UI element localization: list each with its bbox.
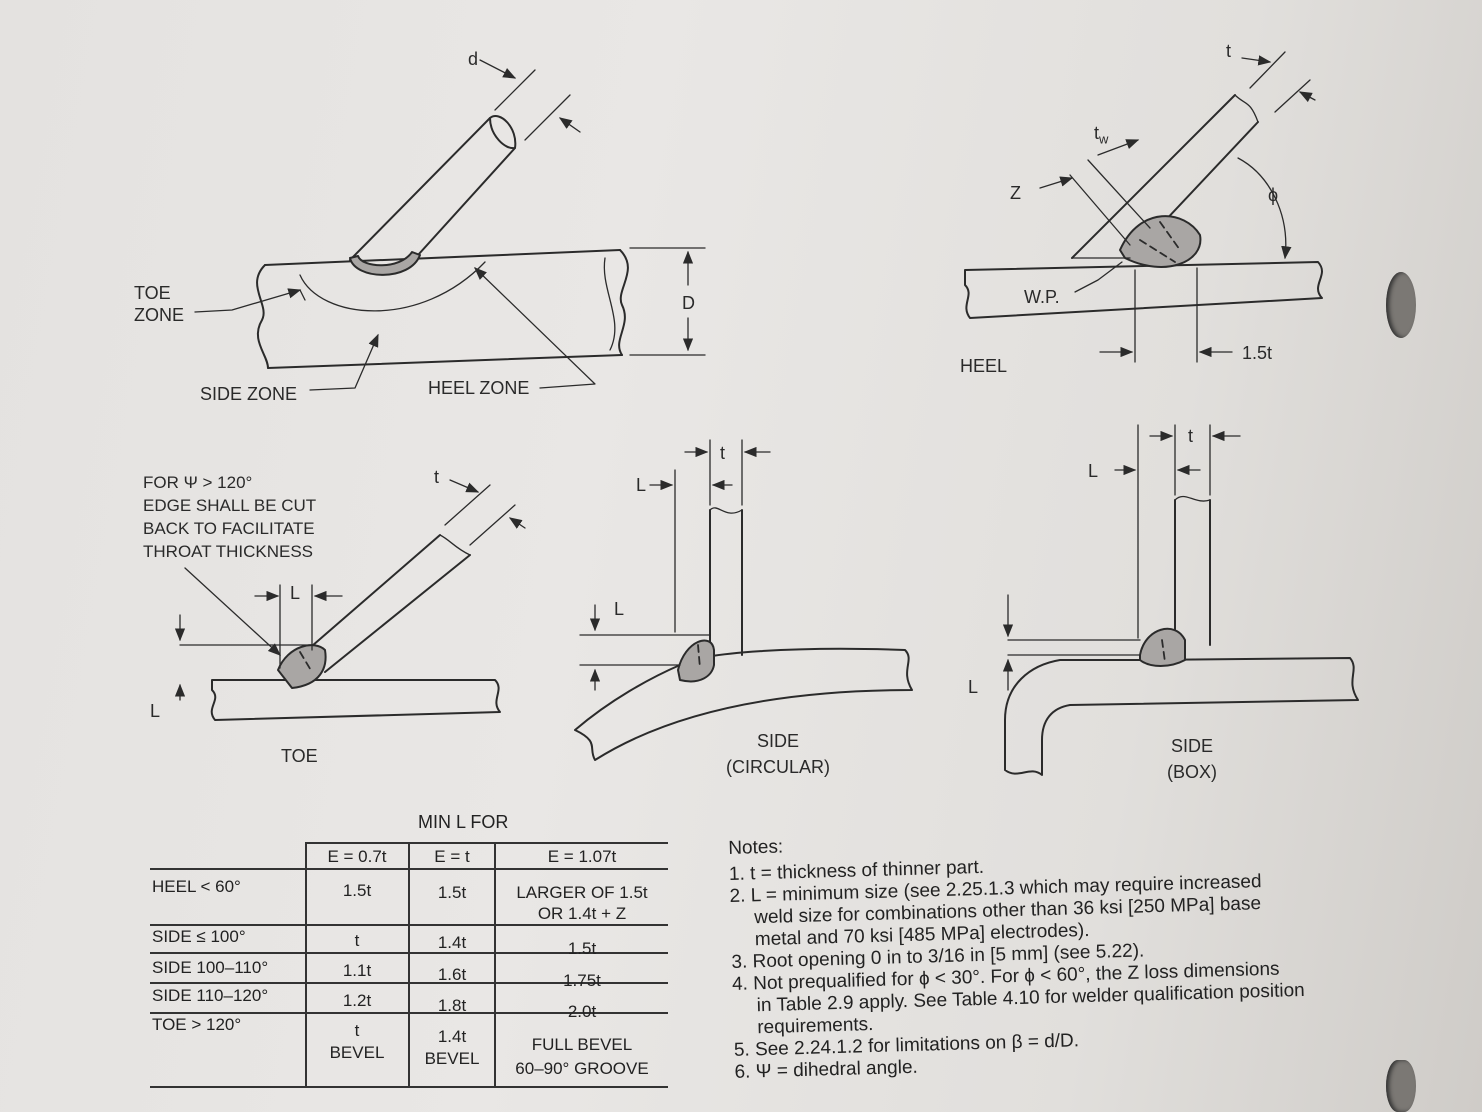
toe-t-label: t xyxy=(434,467,440,487)
table-header-et: E = t xyxy=(434,847,470,866)
table-row-toe-label: TOE > 120° xyxy=(152,1015,242,1034)
toe-note-line4: THROAT THICKNESS xyxy=(143,542,314,561)
binder-hole xyxy=(1386,272,1416,338)
table-cell: 1.6t xyxy=(437,965,467,984)
heel-detail-drawing xyxy=(964,51,1323,363)
table-cell: 1.75t xyxy=(563,971,601,990)
table-cell: BEVEL xyxy=(424,1049,480,1068)
table-cell: FULL BEVEL xyxy=(531,1035,633,1054)
table-cell: 60–90° GROOVE xyxy=(515,1059,649,1078)
table-row-heel-label: HEEL < 60° xyxy=(152,877,241,896)
toe-zone-label-line1: TOE xyxy=(134,283,171,303)
table-row-side-110-120-label: SIDE 110–120° xyxy=(152,986,269,1005)
box-L-bottom-label: L xyxy=(968,677,979,697)
d-dimension-label: d xyxy=(468,49,479,69)
box-L-top-label: L xyxy=(1088,461,1099,481)
table-cell: t xyxy=(354,931,360,950)
wp-label: W.P. xyxy=(1024,287,1060,307)
side-box-detail-drawing xyxy=(1002,424,1359,776)
table-cell: LARGER OF 1.5t xyxy=(516,883,648,902)
circular-L-mid-label: L xyxy=(614,599,625,619)
table-cell: OR 1.4t + Z xyxy=(537,904,627,923)
box-t-label: t xyxy=(1188,426,1194,446)
circular-L-top-label: L xyxy=(636,475,647,495)
toe-note-line2: EDGE SHALL BE CUT xyxy=(143,496,317,515)
box-caption-line1: SIDE xyxy=(1170,736,1213,756)
circular-caption-line1: SIDE xyxy=(756,731,799,751)
table-header-e07t: E = 0.7t xyxy=(327,847,387,866)
notes-block: Notes: 1. t = thickness of thinner part.… xyxy=(728,820,1375,1084)
toe-caption: TOE xyxy=(281,746,318,766)
table-header-e107t: E = 1.07t xyxy=(547,847,617,866)
toe-note-line1: FOR Ψ > 120° xyxy=(143,473,253,492)
tubular-connection-drawing xyxy=(194,59,706,391)
table-title: MIN L FOR xyxy=(418,812,509,832)
table-cell: 2.0t xyxy=(567,1002,597,1021)
circular-t-label: t xyxy=(720,443,726,463)
tw-label-sub: w xyxy=(1099,131,1109,147)
toe-L-top-label: L xyxy=(290,583,301,603)
table-cell: 1.4t xyxy=(437,933,467,952)
D-dimension-label: D xyxy=(682,293,695,313)
table-cell: BEVEL xyxy=(329,1043,385,1062)
table-col-rule-1 xyxy=(305,842,307,1086)
circular-caption-line2: (CIRCULAR) xyxy=(725,757,830,777)
table-cell: 1.4t xyxy=(437,1027,467,1046)
side-circular-detail-drawing xyxy=(574,439,913,761)
table-cell: 1.2t xyxy=(342,991,372,1010)
toe-note-line3: BACK TO FACILITATE xyxy=(143,519,315,538)
toe-zone-label-line2: ZONE xyxy=(134,305,185,325)
toe-detail-drawing xyxy=(174,479,526,721)
table-cell: 1.5t xyxy=(437,883,467,902)
heel-caption: HEEL xyxy=(960,356,1008,376)
table-rule-top xyxy=(305,842,668,844)
box-caption-line2: (BOX) xyxy=(1166,762,1217,782)
table-row-side-100-110-label: SIDE 100–110° xyxy=(152,958,269,977)
t-label-heel: t xyxy=(1226,41,1232,61)
side-zone-label: SIDE ZONE xyxy=(200,384,298,404)
phi-label: ϕ xyxy=(1268,185,1279,205)
table-cell: t xyxy=(354,1021,360,1040)
table-cell: 1.8t xyxy=(437,996,467,1015)
table-col-rule-2 xyxy=(408,842,410,1086)
tw-label: tw xyxy=(1094,122,1108,151)
table-rule-bottom xyxy=(150,1086,668,1088)
binder-hole xyxy=(1386,1060,1416,1112)
table-cell: 1.5t xyxy=(567,939,597,958)
table-col-rule-3 xyxy=(494,842,496,1086)
toe-L-bottom-label: L xyxy=(150,701,161,721)
table-cell: 1.1t xyxy=(342,961,372,980)
table-row-side-le100-label: SIDE ≤ 100° xyxy=(152,927,246,946)
tw-label-main: t xyxy=(1094,123,1100,143)
table-cell: 1.5t xyxy=(342,881,372,900)
heel-zone-label: HEEL ZONE xyxy=(428,378,530,398)
heel-dim-label: 1.5t xyxy=(1242,343,1273,363)
z-label: Z xyxy=(1010,183,1021,203)
